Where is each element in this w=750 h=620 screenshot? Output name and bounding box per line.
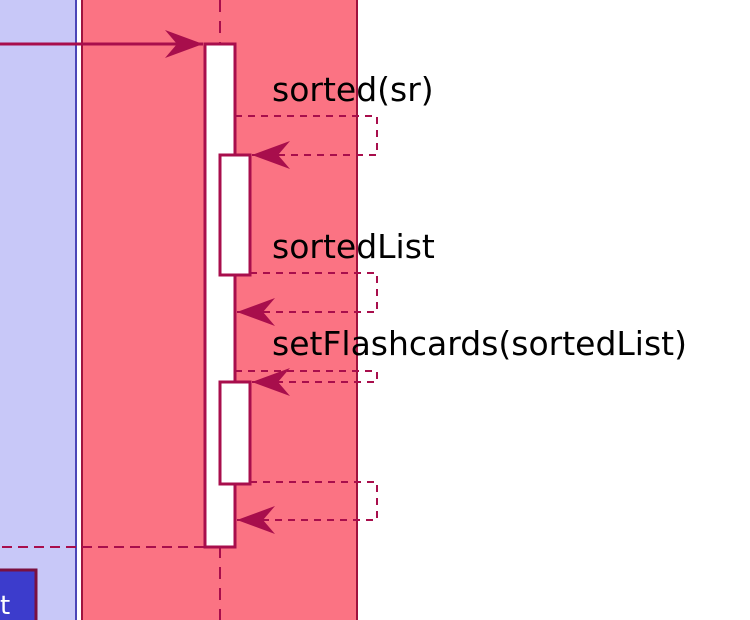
activation-bar-nested-1: [218, 153, 252, 277]
activation-bar-nested-2: [218, 380, 252, 486]
self-call-arrow-sorted: [235, 115, 378, 169]
self-call-arrow-setflashcards: [235, 368, 378, 396]
participant-label-fragment: t: [0, 591, 10, 620]
return-arrow-sortedlist: [237, 272, 378, 326]
message-label-sortedlist: sortedList: [272, 227, 435, 266]
participant-box-partial: [0, 568, 38, 620]
message-label-setflashcards: setFlashcards(sortedList): [272, 324, 687, 363]
message-label-sorted: sorted(sr): [272, 70, 434, 109]
return-arrow-setflashcards: [237, 481, 378, 534]
left-box: [0, 0, 77, 620]
